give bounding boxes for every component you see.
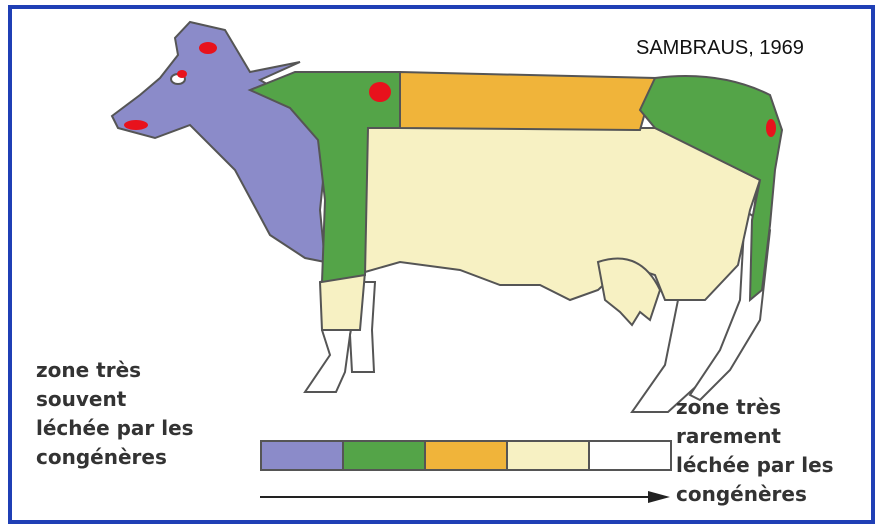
legend-label-frequent: zone très souvent léchée par les congénè… [36,356,256,472]
scale-swatch-orange [424,440,508,471]
legend-label-frequent-line: zone très [36,356,256,385]
scale-swatch-cream [506,440,590,471]
zone-purple-head-neck [112,22,325,262]
color-scale [260,440,670,469]
legend-label-rare-line: rarement [676,422,876,451]
legend-label-rare: zone très rarement léchée par les congén… [676,393,876,509]
scale-swatch-white [588,440,672,471]
legend-label-rare-line: zone très [676,393,876,422]
spot-ear [177,70,187,78]
spot-muzzle [124,120,148,130]
spot-tailhead [766,119,776,137]
spot-withers [369,82,391,102]
scale-swatch-purple [260,440,344,471]
spot-poll [199,42,217,54]
legend-label-frequent-line: léchée par les [36,414,256,443]
scale-arrow [260,490,670,504]
zone-cream-body [365,128,760,300]
scale-swatch-green [342,440,426,471]
citation: SAMBRAUS, 1969 [636,37,804,60]
legend-label-rare-line: congénères [676,480,876,509]
zone-orange-back [400,72,655,130]
legend-label-frequent-line: souvent [36,385,256,414]
legend-label-rare-line: léchée par les [676,451,876,480]
legend-label-frequent-line: congénères [36,443,256,472]
